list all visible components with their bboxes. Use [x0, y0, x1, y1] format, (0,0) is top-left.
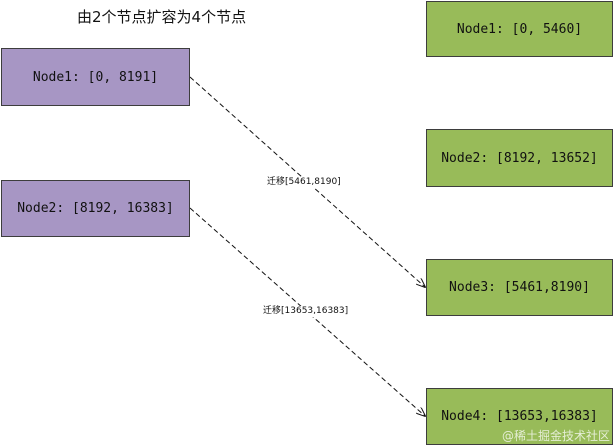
watermark: @稀土掘金技术社区	[501, 429, 610, 443]
diagram-title: 由2个节点扩容为4个节点	[77, 8, 247, 26]
migration-label-2: 迁移[13653,16383]	[262, 306, 350, 317]
old-node-1: Node1: [0, 8191]	[1, 48, 190, 106]
migration-arrow-1	[189, 76, 425, 287]
new-node-4: Node4: [13653,16383]	[426, 388, 613, 445]
new-node-2: Node2: [8192, 13652]	[426, 129, 613, 187]
new-node-1: Node1: [0, 5460]	[426, 1, 613, 57]
new-node-3: Node3: [5461,8190]	[426, 259, 613, 316]
migration-label-1: 迁移[5461,8190]	[266, 177, 342, 188]
old-node-2: Node2: [8192, 16383]	[1, 180, 190, 237]
